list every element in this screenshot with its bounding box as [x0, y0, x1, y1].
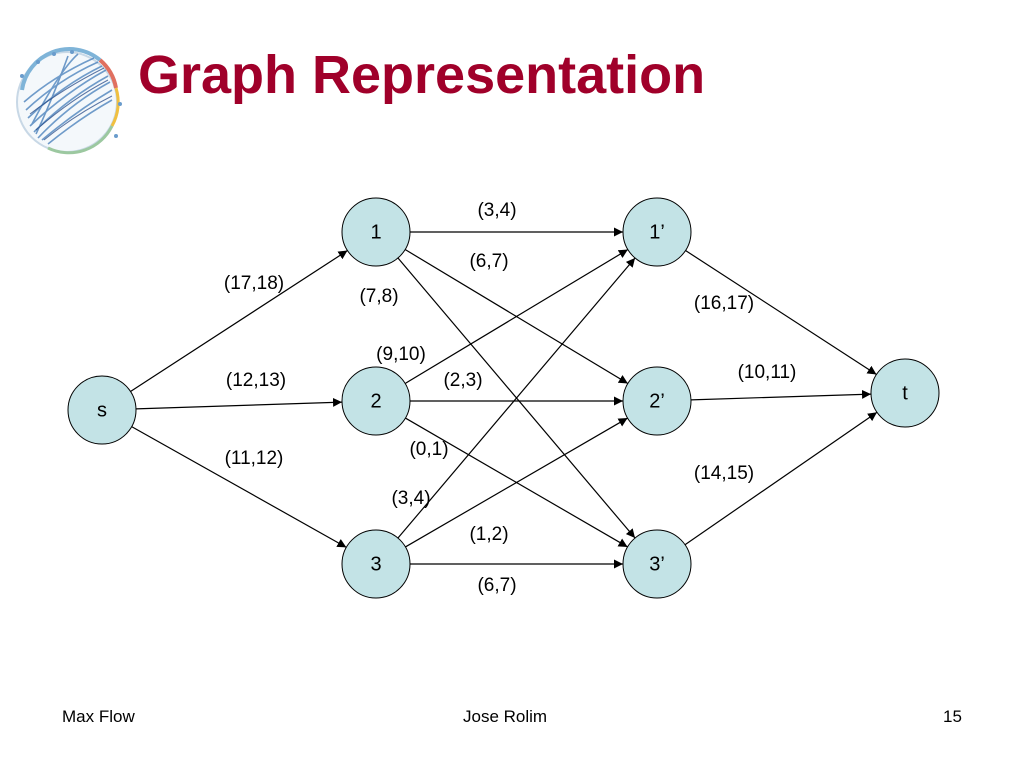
- node-layer: s 1 2 3 1’ 2’ 3’ t: [67, 197, 940, 599]
- edge-layer: [130, 227, 878, 569]
- edge-label-n3-to-n3p: (6,7): [477, 575, 516, 596]
- edge-n2p-to-t: [690, 389, 872, 401]
- slide-title: Graph Representation: [138, 45, 706, 105]
- node-n2p: 2’: [622, 366, 692, 436]
- node-label-n3: 3: [370, 553, 381, 575]
- node-n3p: 3’: [622, 529, 692, 599]
- node-n2: 2: [341, 366, 411, 436]
- edge-label-n2-to-n3p: (0,1): [409, 439, 448, 460]
- edge-label-n1-to-n2p: (6,7): [469, 251, 508, 272]
- edge-s-to-n1: [130, 250, 348, 392]
- edge-label-n3p-to-t: (14,15): [694, 463, 754, 484]
- edge-label-s-to-n3: (11,12): [225, 448, 284, 469]
- circular-network-logo-icon: [16, 47, 122, 155]
- edge-label-n2-to-n2p: (2,3): [443, 370, 482, 391]
- edge-n3-to-n2p: [405, 417, 628, 548]
- footer-author: Jose Rolim: [463, 707, 548, 726]
- edge-label-n3-to-n1p: (3,4): [391, 488, 430, 509]
- node-n1: 1: [341, 197, 411, 267]
- node-n1p: 1’: [622, 197, 692, 267]
- footer-page-number: 15: [943, 707, 962, 726]
- node-circle-n2p: [622, 366, 692, 436]
- node-label-n1p: 1’: [649, 221, 665, 243]
- edge-label-layer: (17,18) (12,13) (11,12) (3,4) (6,7) (7,8) (9,1…: [224, 200, 797, 596]
- edge-n1p-to-t: [685, 250, 877, 375]
- node-circle-n3p: [622, 529, 692, 599]
- node-circle-n1p: [622, 197, 692, 267]
- node-label-s: s: [97, 399, 107, 421]
- edge-label-s-to-n1: (17,18): [224, 273, 284, 294]
- edge-s-to-n3: [131, 426, 347, 548]
- node-n3: 3: [341, 529, 411, 599]
- edge-n3-to-n1p: [397, 257, 636, 539]
- node-t: t: [870, 358, 940, 428]
- edge-s-to-n2: [135, 397, 343, 410]
- node-label-n2: 2: [370, 390, 381, 412]
- edge-label-n1p-to-t: (16,17): [694, 293, 754, 314]
- edge-label-n2-to-n1p: (9,10): [376, 344, 426, 365]
- node-circle-n3: [341, 529, 411, 599]
- node-label-t: t: [902, 382, 908, 404]
- edge-label-n1-to-n3p: (7,8): [359, 286, 398, 307]
- node-label-n1: 1: [370, 221, 381, 243]
- edge-label-s-to-n2: (12,13): [226, 370, 286, 391]
- edge-n3p-to-t: [684, 411, 878, 546]
- edge-label-n1-to-n1p: (3,4): [477, 200, 516, 221]
- node-circle-t: [870, 358, 940, 428]
- edge-n2-to-n1p: [404, 249, 629, 384]
- node-s: s: [67, 375, 137, 445]
- node-label-n2p: 2’: [649, 390, 665, 412]
- footer-course-title: Max Flow: [62, 707, 135, 726]
- edge-label-n3-to-n2p: (1,2): [469, 524, 508, 545]
- node-label-n3p: 3’: [649, 553, 665, 575]
- node-circle-n1: [341, 197, 411, 267]
- node-circle-n2: [341, 366, 411, 436]
- node-circle-s: [67, 375, 137, 445]
- edge-label-n2p-to-t: (10,11): [738, 362, 797, 383]
